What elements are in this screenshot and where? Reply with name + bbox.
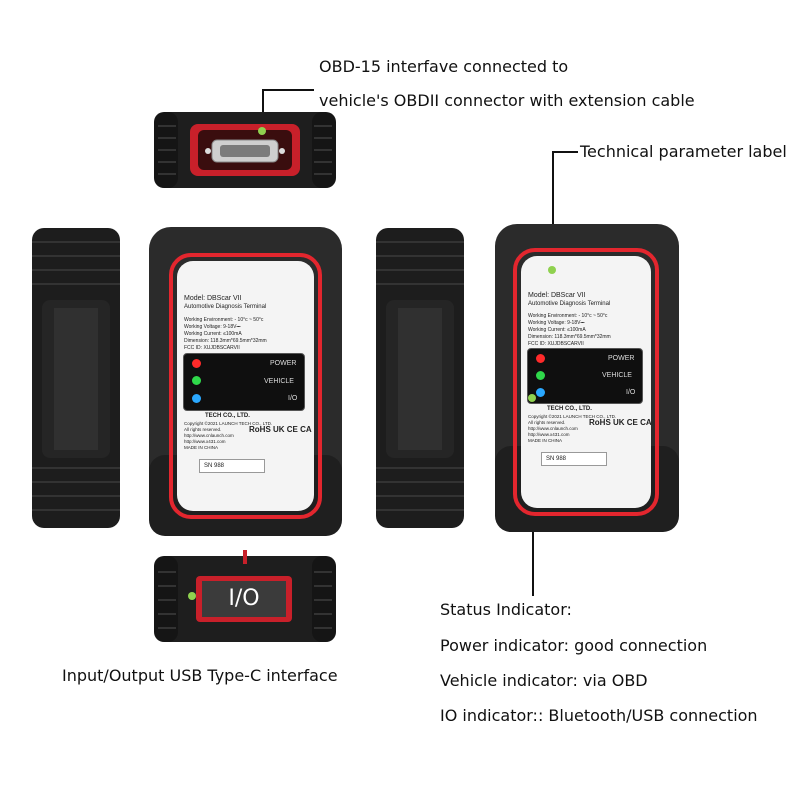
label-model: Model: DBScar VII (184, 295, 242, 302)
led-label-io: I/O (288, 395, 298, 402)
status-io: IO indicator:: Bluetooth/USB connection (440, 706, 758, 725)
label-sn: SN 988 (199, 459, 266, 473)
status-vehicle: Vehicle indicator: via OBD (440, 671, 648, 690)
label-site2: http://www.x431.com (184, 439, 226, 444)
device-back-view-1: Model: DBScar VII Automotive Diagnosis T… (147, 225, 344, 538)
device-back-view-2: Model: DBScar VII Automotive Diagnosis T… (493, 222, 681, 534)
tech-parameter-label-2: Model: DBScar VII Automotive Diagnosis T… (521, 256, 651, 508)
label-company: TECH CO., LTD. (547, 406, 592, 412)
led-label-power: POWER (608, 355, 635, 362)
label-made: MADE IN CHINA (184, 445, 219, 450)
led-panel-2: POWER VEHICLE I/O (527, 348, 643, 404)
label-copyright: Copyright ©2021 LAUNCH TECH CO., LTD. (184, 421, 273, 426)
tech-label-callout: Technical parameter label (580, 142, 787, 161)
label-sn: SN 988 (541, 452, 608, 466)
io-led (192, 394, 201, 403)
power-led (192, 359, 201, 368)
label-marks: RoHS UK CE CA (249, 425, 312, 434)
label-company: TECH CO., LTD. (205, 413, 250, 419)
vehicle-led (536, 371, 545, 380)
device-side-view-right (376, 228, 464, 528)
led-label-vehicle: VEHICLE (602, 372, 632, 379)
usb-callout: Input/Output USB Type-C interface (62, 666, 338, 685)
power-led (536, 354, 545, 363)
led-label-vehicle: VEHICLE (264, 378, 294, 385)
label-marks: RoHS UK CE CA (589, 418, 651, 427)
label-dimension: Dimension: 118.3mm*69.5mm*32mm (528, 334, 611, 340)
status-power: Power indicator: good connection (440, 636, 708, 655)
obd-callout-dot (258, 127, 266, 135)
label-rights: All rights reserved. (184, 427, 222, 432)
device-side-view-left (32, 228, 120, 528)
io-led (536, 388, 545, 397)
label-copyright: Copyright ©2021 LAUNCH TECH CO., LTD. (528, 414, 617, 419)
label-env: Working Environment: - 10°c ~ 50°c (184, 317, 264, 323)
label-current: Working Current: ≤100mA (528, 327, 586, 333)
label-rights: All rights reserved. (528, 420, 566, 425)
label-voltage: Working Voltage: 9-18V⎓ (528, 320, 585, 326)
status-callout-dot (528, 394, 536, 402)
obd-callout-line-v (262, 89, 264, 131)
label-env: Working Environment: - 10°c ~ 50°c (528, 313, 608, 319)
usb-bottom-view (154, 550, 336, 642)
label-voltage: Working Voltage: 9-18V⎓ (184, 324, 241, 330)
led-label-power: POWER (270, 360, 297, 367)
label-made: MADE IN CHINA (528, 438, 563, 443)
tech-callout-line-v (552, 151, 554, 269)
tech-parameter-label-1: Model: DBScar VII Automotive Diagnosis T… (177, 261, 314, 511)
label-subtitle: Automotive Diagnosis Terminal (528, 301, 611, 307)
tech-label-callout-dot (548, 266, 556, 274)
obd-callout-line2: vehicle's OBDII connector with extension… (319, 91, 695, 110)
label-subtitle: Automotive Diagnosis Terminal (184, 304, 267, 310)
label-current: Working Current: ≤100mA (184, 331, 242, 337)
status-title: Status Indicator: (440, 600, 572, 619)
obd-callout-line-h (262, 89, 314, 91)
tech-callout-line-h (552, 151, 578, 153)
label-fcc: FCC ID: XUJDBSCARVII (184, 345, 240, 351)
label-site1: http://www.cnlaunch.com (184, 433, 234, 438)
led-label-io: I/O (626, 389, 636, 396)
vehicle-led (192, 376, 201, 385)
io-port-label: I/O (228, 586, 260, 611)
obd-top-view (154, 112, 336, 188)
label-site1: http://www.cnlaunch.com (528, 426, 578, 431)
label-model: Model: DBScar VII (528, 292, 586, 299)
obd-callout-line1: OBD-15 interfave connected to (319, 57, 569, 76)
label-dimension: Dimension: 118.3mm*69.5mm*32mm (184, 338, 267, 344)
label-site2: http://www.x431.com (528, 432, 570, 437)
led-panel-1: POWER VEHICLE I/O (183, 353, 305, 411)
label-fcc: FCC ID: XUJDBSCARVII (528, 341, 584, 347)
usb-callout-dot (188, 592, 196, 600)
